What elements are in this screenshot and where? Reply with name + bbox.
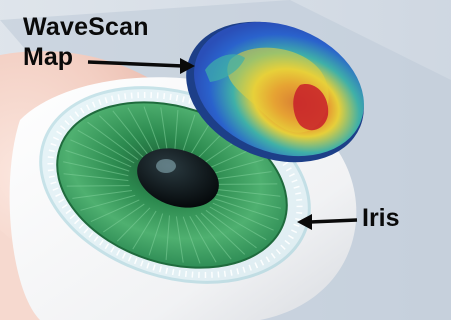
pupil-highlight <box>156 159 176 173</box>
wavescan-label-line1: WaveScan <box>23 15 149 40</box>
wavescan-label-line2: Map <box>23 45 73 70</box>
iris-fiber <box>67 186 130 187</box>
iris-label: Iris <box>362 206 400 231</box>
iris-fiber <box>214 184 277 185</box>
iris-arrow-line <box>310 220 357 222</box>
